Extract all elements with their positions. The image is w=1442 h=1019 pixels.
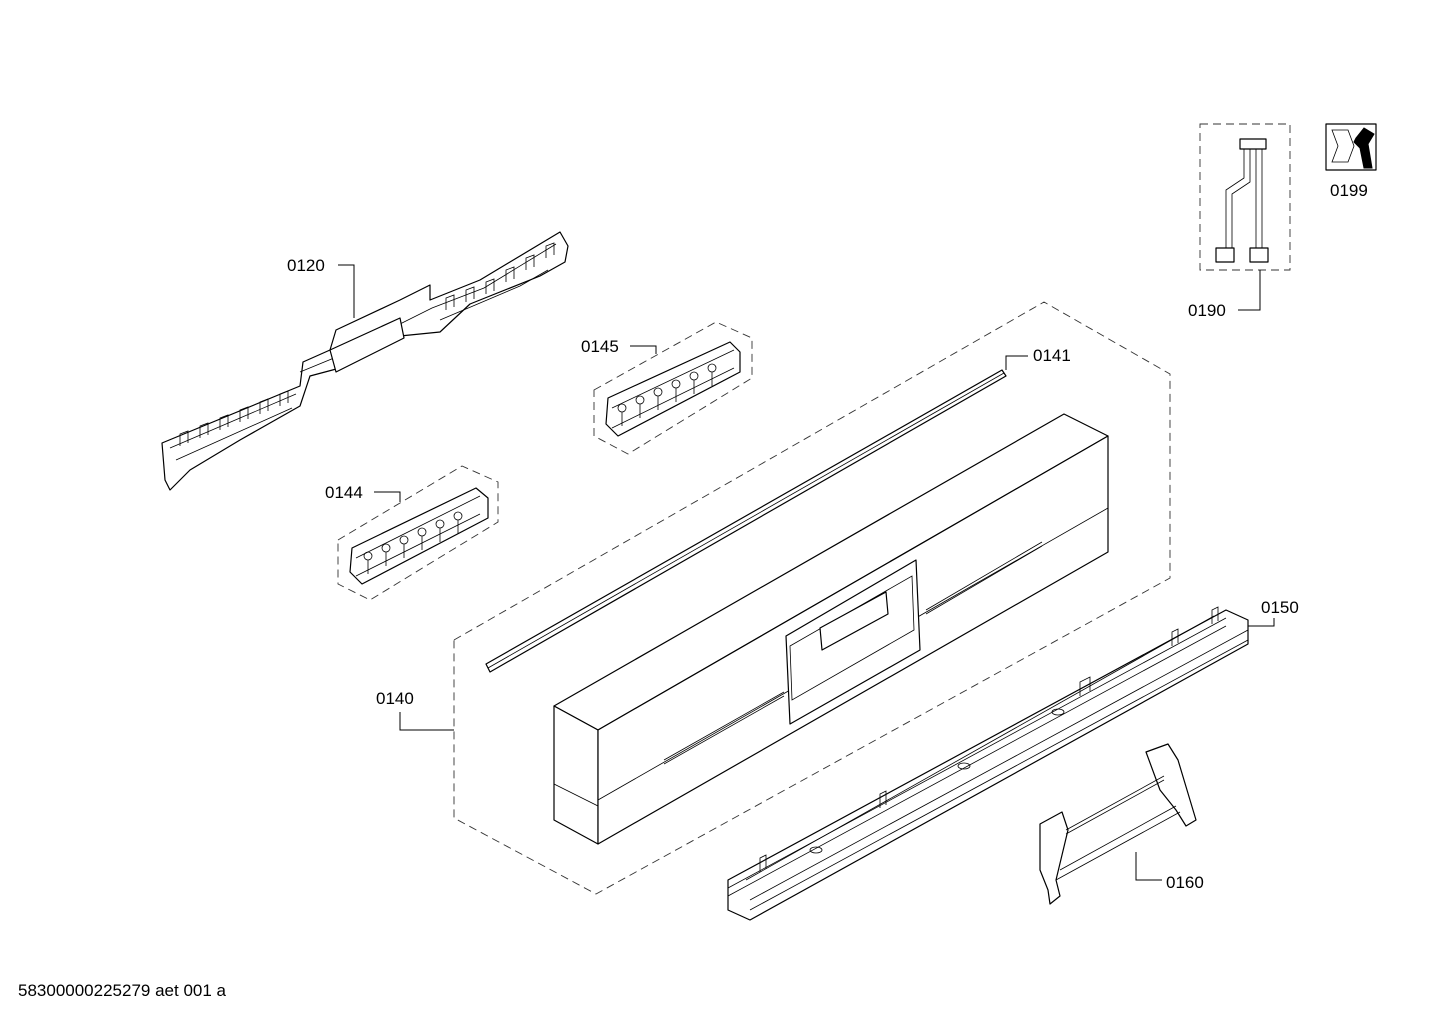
label-0120: 0120 [287,256,325,275]
label-0145: 0145 [581,337,619,356]
part-0144-comb-strip[interactable] [337,465,499,601]
label-0141: 0141 [1033,346,1071,365]
label-0160: 0160 [1166,873,1204,892]
diagram-reference-code: 58300000225279 aet 001 a [18,981,226,1000]
part-0190-cable-harness[interactable] [1199,123,1291,271]
part-0145-comb-strip[interactable] [593,321,753,455]
leader-0120 [338,264,355,318]
leader-0160 [1135,852,1162,881]
leader-0150 [1248,618,1275,627]
part-0160-bracket[interactable] [1039,743,1197,905]
part-0141-trim-strip[interactable] [485,369,1007,673]
group-0140-outline [453,301,1171,895]
part-0150-base-rail[interactable] [727,606,1249,921]
label-0144: 0144 [325,483,363,502]
part-0120-rail[interactable] [161,231,569,491]
leader-0190 [1238,270,1261,311]
cable-harness-icon [1215,138,1269,263]
leader-0140 [399,712,454,731]
label-0150: 0150 [1261,598,1299,617]
label-0199: 0199 [1330,181,1368,200]
label-0140: 0140 [376,689,414,708]
wrench-nut-icon[interactable] [1325,123,1377,171]
leader-0141 [1005,355,1028,370]
label-0190: 0190 [1188,301,1226,320]
leader-0145 [630,345,657,354]
leader-0144 [374,491,401,502]
part-0140-control-panel[interactable] [553,413,1109,845]
